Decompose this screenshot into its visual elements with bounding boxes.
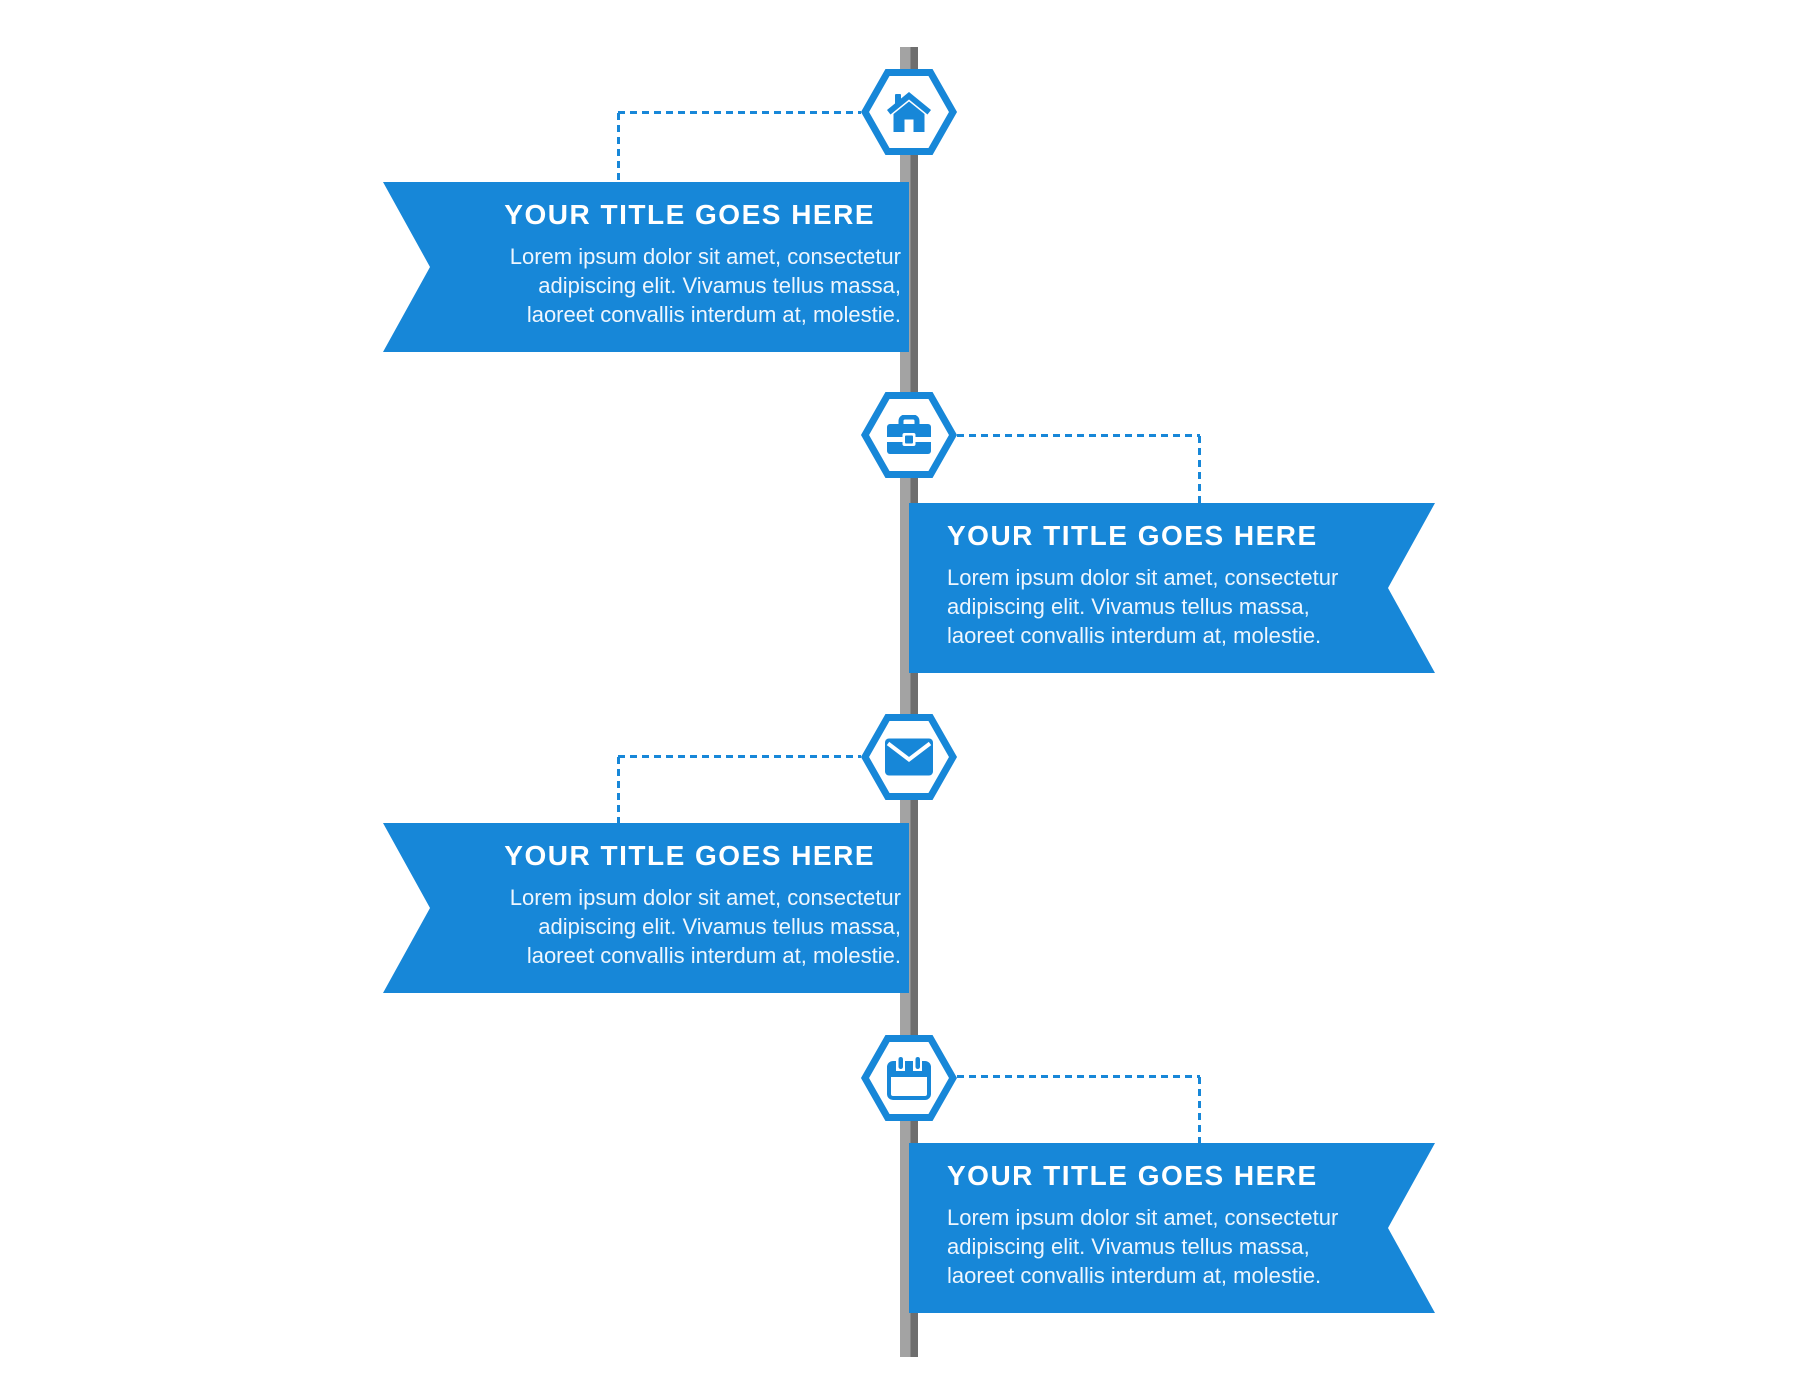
envelope-icon <box>885 738 933 776</box>
banner-4-body: Lorem ipsum dolor sit amet, consectetur … <box>947 1203 1379 1290</box>
banner-4-body-line: adipiscing elit. Vivamus tellus massa, <box>947 1234 1310 1259</box>
milestone-hexagon-4 <box>860 1029 958 1127</box>
connector-1-horizontal <box>618 111 861 114</box>
connector-1-vertical <box>617 113 620 182</box>
banner-1: YOUR TITLE GOES HERE Lorem ipsum dolor s… <box>383 182 909 352</box>
connector-4-horizontal <box>957 1075 1200 1078</box>
banner-2-body: Lorem ipsum dolor sit amet, consectetur … <box>947 563 1379 650</box>
banner-1-body: Lorem ipsum dolor sit amet, consectetur … <box>433 242 901 329</box>
banner-3-body-line: laoreet convallis interdum at, molestie. <box>526 943 901 968</box>
timeline-pole <box>900 47 918 1357</box>
banner-2-title: YOUR TITLE GOES HERE <box>947 520 1318 551</box>
connector-3-vertical <box>617 757 620 823</box>
banner-3-body: Lorem ipsum dolor sit amet, consectetur … <box>433 883 901 970</box>
banner-2-body-line: laoreet convallis interdum at, molestie. <box>947 623 1322 648</box>
banner-3-body-line: Lorem ipsum dolor sit amet, consectetur <box>509 885 901 910</box>
banner-4: YOUR TITLE GOES HERE Lorem ipsum dolor s… <box>909 1143 1435 1313</box>
banner-1-title: YOUR TITLE GOES HERE <box>504 199 875 230</box>
connector-2-vertical <box>1198 436 1201 503</box>
milestone-hexagon-1 <box>860 63 958 161</box>
banner-2: YOUR TITLE GOES HERE Lorem ipsum dolor s… <box>909 503 1435 673</box>
banner-4-body-line: laoreet convallis interdum at, molestie. <box>947 1263 1322 1288</box>
banner-1-body-line: adipiscing elit. Vivamus tellus massa, <box>538 273 901 298</box>
banner-3: YOUR TITLE GOES HERE Lorem ipsum dolor s… <box>383 823 909 993</box>
connector-3-horizontal <box>618 755 861 758</box>
banner-2-body-line: adipiscing elit. Vivamus tellus massa, <box>947 594 1310 619</box>
connector-2-horizontal <box>957 434 1200 437</box>
banner-4-body-line: Lorem ipsum dolor sit amet, consectetur <box>947 1205 1339 1230</box>
toolbox-icon <box>887 415 931 454</box>
banner-2-body-line: Lorem ipsum dolor sit amet, consectetur <box>947 565 1339 590</box>
calendar-icon <box>887 1056 931 1100</box>
connector-4-vertical <box>1198 1077 1201 1143</box>
banner-1-body-line: laoreet convallis interdum at, molestie. <box>526 302 901 327</box>
banner-4-title: YOUR TITLE GOES HERE <box>947 1160 1318 1191</box>
banner-3-title: YOUR TITLE GOES HERE <box>504 840 875 871</box>
banner-1-body-line: Lorem ipsum dolor sit amet, consectetur <box>509 244 901 269</box>
home-icon <box>887 92 931 132</box>
banner-3-body-line: adipiscing elit. Vivamus tellus massa, <box>538 914 901 939</box>
milestone-hexagon-3 <box>860 708 958 806</box>
milestone-hexagon-2 <box>860 386 958 484</box>
